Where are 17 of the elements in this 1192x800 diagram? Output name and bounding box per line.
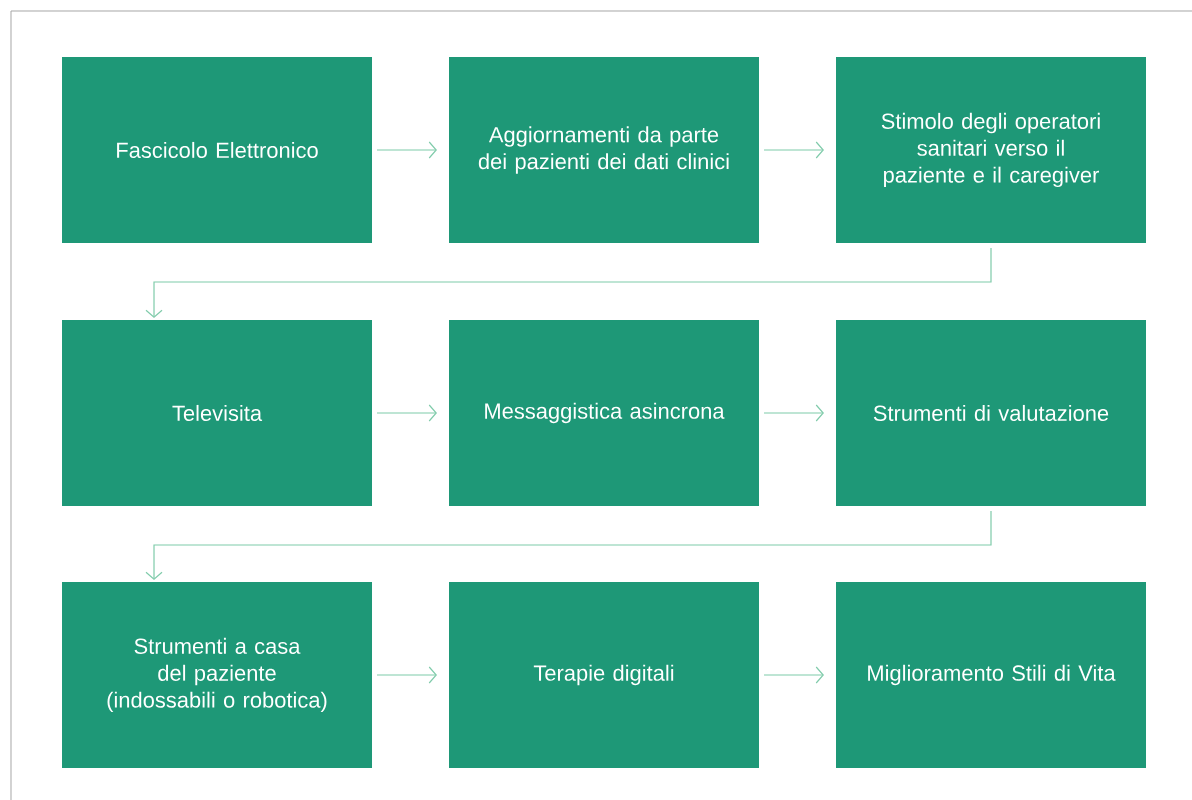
arrow (376, 141, 437, 159)
process-box: Fascicolo Elettronico (62, 57, 372, 243)
process-box: Televisita (62, 320, 372, 506)
arrow (376, 404, 437, 422)
process-box: Stimolo degli operatori sanitari verso il paziente e il caregiver (836, 57, 1146, 243)
process-box: Strumenti a casa del paziente (indossabili o robotica) (62, 582, 372, 768)
arrow (763, 666, 824, 684)
arrow (376, 666, 437, 684)
arrow (145, 510, 992, 580)
arrow (763, 404, 824, 422)
process-box: Miglioramento Stili di Vita (836, 582, 1146, 768)
arrow (145, 247, 992, 318)
arrow (763, 141, 824, 159)
process-box: Strumenti di valutazione (836, 320, 1146, 506)
process-box: Terapie digitali (449, 582, 759, 768)
process-box: Aggiornamenti da parte dei pazienti dei dati clinici (449, 57, 759, 243)
process-box: Messaggistica asincrona (449, 320, 759, 506)
